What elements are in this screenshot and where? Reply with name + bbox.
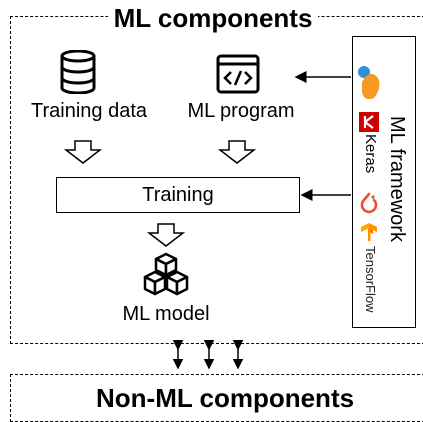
model-cubes-icon [143,252,189,296]
down-arrow-icon [218,140,256,164]
keras-logo-icon [359,112,379,132]
training-label: Training [142,184,214,206]
database-icon [60,50,96,94]
ml-program-label: ML program [187,100,295,122]
code-window-icon [216,54,260,94]
down-arrow-icon [147,223,185,247]
pytorch-logo-icon [360,192,378,214]
down-arrow-icon [64,140,102,164]
training-data-label: Training data [31,100,147,122]
non-ml-components-title: Non-ML components [96,383,355,413]
ml-model-label: ML model [122,303,210,325]
bidirectional-arrows [172,340,244,370]
theano-logo-icon [358,66,380,100]
tensorflow-logo-icon [361,223,377,241]
training-box [56,177,300,213]
ml-components-title: ML components [108,3,318,33]
